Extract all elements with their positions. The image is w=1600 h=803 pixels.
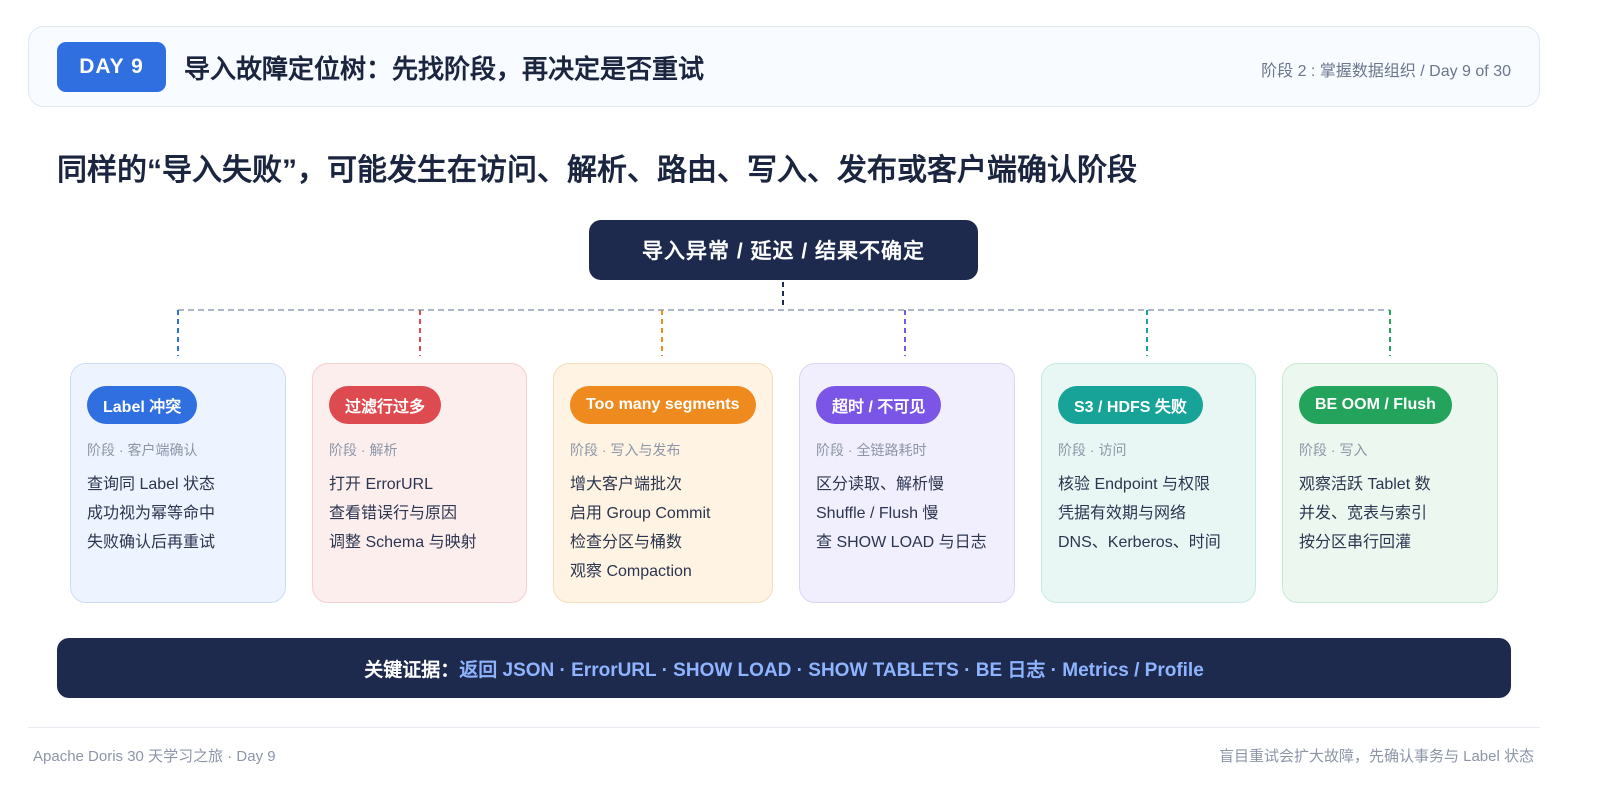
action-item: 增大客户端批次 xyxy=(570,476,683,493)
key-evidence-bar: 关键证据： 返回 JSON · ErrorURL · SHOW LOAD · S… xyxy=(57,638,1511,698)
branch-stage: 阶段 · 写入与发布 xyxy=(570,442,681,458)
branch-tag: 超时 / 不可见 xyxy=(816,386,942,424)
branch-card-too-many-segments: Too many segments 阶段 · 写入与发布 增大客户端批次 启用 … xyxy=(553,363,773,603)
branch-actions: 查询同 Label 状态 成功视为幂等命中 失败确认后再重试 xyxy=(87,470,215,557)
page-title: 导入故障定位树：先找阶段，再决定是否重试 xyxy=(184,54,705,84)
branch-stage: 阶段 · 写入 xyxy=(1299,442,1368,458)
evidence-items: 返回 JSON · ErrorURL · SHOW LOAD · SHOW TA… xyxy=(459,659,1204,681)
action-item: Shuffle / Flush 慢 xyxy=(816,505,939,522)
action-item: 观察 Compaction xyxy=(570,563,692,580)
branch-actions: 区分读取、解析慢 Shuffle / Flush 慢 查 SHOW LOAD 与… xyxy=(816,470,987,557)
action-item: 检查分区与桶数 xyxy=(570,534,683,551)
branch-tag: Too many segments xyxy=(570,386,756,424)
action-item: 调整 Schema 与映射 xyxy=(329,534,477,551)
branch-card-filtered-rows: 过滤行过多 阶段 · 解析 打开 ErrorURL 查看错误行与原因 调整 Sc… xyxy=(312,363,527,603)
day-badge: DAY 9 xyxy=(57,42,166,92)
action-item: 查看错误行与原因 xyxy=(329,505,458,522)
evidence-label: 关键证据： xyxy=(364,659,460,681)
header-bar: DAY 9 导入故障定位树：先找阶段，再决定是否重试 阶段 2 : 掌握数据组织… xyxy=(28,26,1540,107)
footer-series: Apache Doris 30 天学习之旅 · Day 9 xyxy=(33,748,276,765)
branch-card-storage-access: S3 / HDFS 失败 阶段 · 访问 核验 Endpoint 与权限 凭据有… xyxy=(1041,363,1256,603)
footer-divider xyxy=(28,727,1540,728)
action-item: 按分区串行回灌 xyxy=(1299,534,1412,551)
action-item: 核验 Endpoint 与权限 xyxy=(1058,476,1211,493)
action-item: 查询同 Label 状态 xyxy=(87,476,216,493)
action-item: 凭据有效期与网络 xyxy=(1058,505,1187,522)
action-item: 查 SHOW LOAD 与日志 xyxy=(816,534,987,551)
action-item: 区分读取、解析慢 xyxy=(816,476,945,493)
branch-stage: 阶段 · 访问 xyxy=(1058,442,1127,458)
action-item: 失败确认后再重试 xyxy=(87,534,216,551)
branch-stage: 阶段 · 客户端确认 xyxy=(87,442,198,458)
branch-actions: 核验 Endpoint 与权限 凭据有效期与网络 DNS、Kerberos、时间 xyxy=(1058,470,1221,557)
action-item: 打开 ErrorURL xyxy=(329,476,434,493)
branch-tag: BE OOM / Flush xyxy=(1299,386,1452,424)
branch-tag: 过滤行过多 xyxy=(329,386,442,424)
action-item: DNS、Kerberos、时间 xyxy=(1058,534,1221,551)
branch-stage: 阶段 · 解析 xyxy=(329,442,398,458)
action-item: 观察活跃 Tablet 数 xyxy=(1299,476,1431,493)
action-item: 并发、宽表与索引 xyxy=(1299,505,1428,522)
action-item: 启用 Group Commit xyxy=(570,505,711,522)
branch-card-label-conflict: Label 冲突 阶段 · 客户端确认 查询同 Label 状态 成功视为幂等命… xyxy=(70,363,286,603)
branch-card-timeout: 超时 / 不可见 阶段 · 全链路耗时 区分读取、解析慢 Shuffle / F… xyxy=(799,363,1015,603)
root-node: 导入异常 / 延迟 / 结果不确定 xyxy=(589,220,978,280)
progress-meta: 阶段 2 : 掌握数据组织 / Day 9 of 30 xyxy=(1261,63,1511,80)
branch-stage: 阶段 · 全链路耗时 xyxy=(816,442,927,458)
branch-actions: 增大客户端批次 启用 Group Commit 检查分区与桶数 观察 Compa… xyxy=(570,470,710,586)
branch-tag: S3 / HDFS 失败 xyxy=(1058,386,1203,424)
subtitle: 同样的“导入失败”，可能发生在访问、解析、路由、写入、发布或客户端确认阶段 xyxy=(57,154,1137,187)
footer-tip: 盲目重试会扩大故障，先确认事务与 Label 状态 xyxy=(1218,748,1534,765)
branch-card-be-oom: BE OOM / Flush 阶段 · 写入 观察活跃 Tablet 数 并发、… xyxy=(1282,363,1498,603)
branch-actions: 打开 ErrorURL 查看错误行与原因 调整 Schema 与映射 xyxy=(329,470,477,557)
branch-actions: 观察活跃 Tablet 数 并发、宽表与索引 按分区串行回灌 xyxy=(1299,470,1431,557)
action-item: 成功视为幂等命中 xyxy=(87,505,216,522)
branch-tag: Label 冲突 xyxy=(87,386,198,424)
